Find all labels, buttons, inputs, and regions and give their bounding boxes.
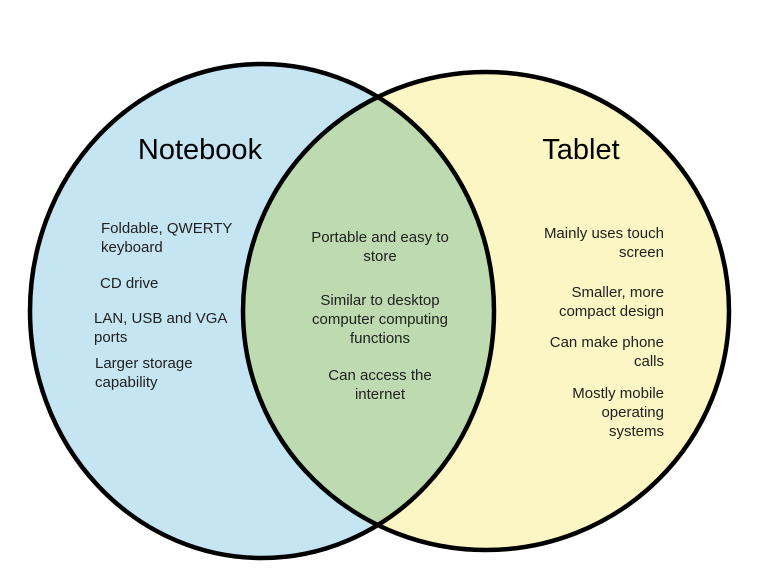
shared-item-computing: Similar to desktop computer computing fu…: [312, 292, 448, 347]
left-circle-outline: [27, 61, 497, 561]
right-item-phone-calls: Can make phone calls: [549, 334, 664, 370]
right-item-mobile-os: Mostly mobile operating systems: [572, 385, 664, 440]
left-item-ports: LAN, USB and VGA ports: [94, 310, 228, 346]
right-set-title: Tablet: [542, 134, 620, 166]
intersection-region: [243, 72, 494, 550]
shared-item-internet: Can access the internet: [328, 367, 432, 403]
right-item-touch-screen: Mainly uses touch screen: [543, 225, 664, 261]
left-item-keyboard: Foldable, QWERTY keyboard: [101, 220, 233, 256]
right-circle-outline: [240, 69, 732, 553]
left-item-cd-drive: CD drive: [100, 275, 159, 292]
left-set-title: Notebook: [137, 134, 263, 166]
left-item-storage: Larger storage capability: [95, 355, 193, 391]
right-item-compact: Smaller, more compact design: [558, 284, 664, 320]
shared-item-portable: Portable and easy to store: [311, 229, 449, 265]
